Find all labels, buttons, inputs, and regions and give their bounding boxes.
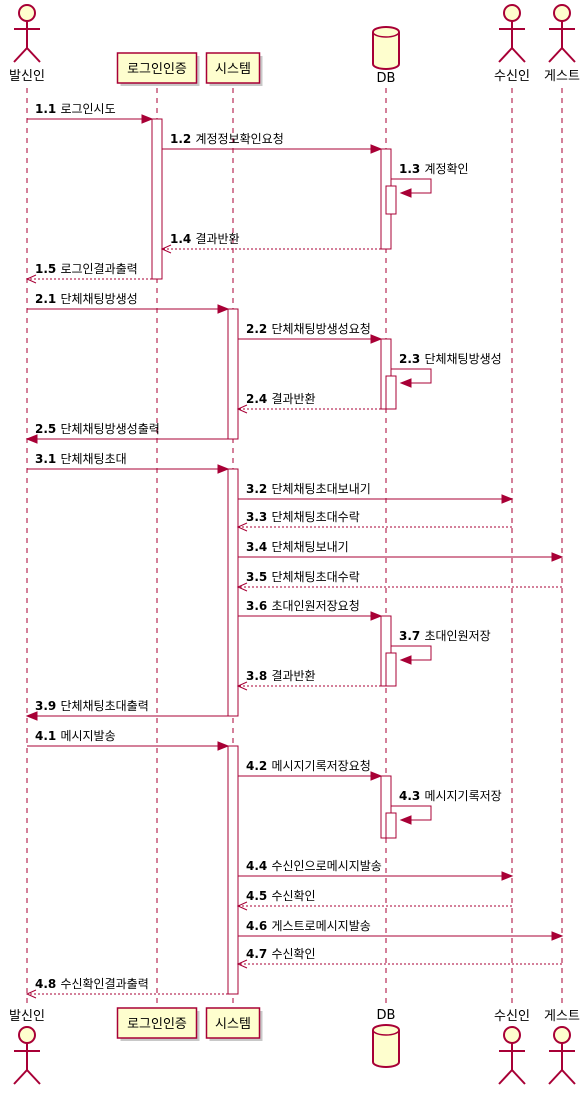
message-label: 4.3 메시지기록저장 [399,789,502,803]
participant-login: 로그인인증 [116,52,200,86]
message-label: 3.8 결과반환 [246,669,316,683]
participant-label: 시스템 [215,1017,251,1032]
message-label: 3.7 초대인원저장 [399,629,491,643]
message-2.4: 2.4 결과반환 [236,392,381,414]
activation-bar [227,468,239,717]
message-3.4: 3.4 단체채팅보내기 [238,540,564,562]
message-label: 3.3 단체채팅초대수락 [246,510,360,524]
participant-label: 로그인인증 [127,62,187,77]
participant-label: DB [377,71,396,86]
actor-guest: 게스트 [544,1009,580,1085]
message-3.3: 3.3 단체채팅초대수락 [236,510,512,532]
actor-head-icon [553,4,571,22]
message-4.4: 4.4 수신인으로메시지발송 [238,859,514,881]
message-label: 4.6 게스트로메시지발송 [246,919,371,933]
message-4.8: 4.8 수신확인결과출력 [25,977,228,999]
message-label: 2.1 단체채팅방생성 [35,292,138,306]
message-1.3: 1.3 계정확인 [391,162,469,198]
participant-label: 발신인 [9,69,45,84]
actor-head-icon [18,1026,36,1044]
participant-label: 발신인 [9,1009,45,1024]
participant-label: DB [377,1008,396,1023]
activation-bar [385,375,397,410]
message-label: 1.4 결과반환 [170,232,240,246]
message-4.6: 4.6 게스트로메시지발송 [238,919,564,941]
message-3.7: 3.7 초대인원저장 [391,629,491,665]
database-icon [372,1024,400,1068]
message-label: 4.5 수신확인 [246,889,316,903]
participant-label: 게스트 [544,1009,580,1024]
participant-label: 게스트 [544,69,580,84]
actor-sender: 발신인 [9,4,45,84]
participant-label: 시스템 [215,62,251,77]
message-label: 4.2 메시지기록저장요청 [246,759,371,773]
message-3.1: 3.1 단체채팅초대 [27,452,230,474]
actor-guest: 게스트 [544,4,580,84]
actor-head-icon [503,1026,521,1044]
message-4.7: 4.7 수신확인 [236,947,562,969]
message-label: 2.3 단체채팅방생성 [399,352,502,366]
participant-system: 시스템 [205,1007,263,1041]
message-label: 2.4 결과반환 [246,392,316,406]
message-2.1: 2.1 단체채팅방생성 [27,292,230,314]
message-label: 3.6 초대인원저장요청 [246,599,360,613]
message-label: 4.1 메시지발송 [35,729,116,743]
message-label: 1.5 로그인결과출력 [35,262,138,276]
message-label: 2.2 단체채팅방생성요청 [246,322,371,336]
message-label: 4.7 수신확인 [246,947,316,961]
database-db: DB [372,26,400,86]
message-3.9: 3.9 단체채팅초대출력 [25,699,228,721]
actor-head-icon [18,4,36,22]
participant-label: 수신인 [494,1009,530,1024]
participant-label: 수신인 [494,69,530,84]
message-1.5: 1.5 로그인결과출력 [25,262,152,284]
message-4.1: 4.1 메시지발송 [27,729,230,751]
database-icon [372,26,400,70]
message-4.2: 4.2 메시지기록저장요청 [238,759,383,781]
participant-system: 시스템 [205,52,263,86]
activation-bar [227,308,239,440]
message-label: 4.4 수신인으로메시지발송 [246,859,382,873]
message-1.1: 1.1 로그인시도 [27,102,154,124]
actor-sender: 발신인 [9,1009,45,1085]
participant-login: 로그인인증 [116,1007,200,1041]
message-label: 2.5 단체채팅방생성출력 [35,422,160,436]
activation-bar [385,652,397,687]
message-label: 3.9 단체채팅초대출력 [35,699,149,713]
activation-bar [385,185,397,215]
message-2.3: 2.3 단체채팅방생성 [391,352,502,388]
actor-head-icon [503,4,521,22]
message-label: 1.2 계정정보확인요청 [170,132,284,146]
message-3.6: 3.6 초대인원저장요청 [238,599,383,621]
message-label: 3.1 단체채팅초대 [35,452,127,466]
message-2.5: 2.5 단체채팅방생성출력 [25,422,228,444]
message-label: 3.5 단체채팅초대수락 [246,570,360,584]
message-3.2: 3.2 단체채팅초대보내기 [238,482,514,504]
message-3.8: 3.8 결과반환 [236,669,381,691]
activation-bar [385,812,397,839]
actor-head-icon [553,1026,571,1044]
message-label: 3.2 단체채팅초대보내기 [246,482,371,496]
actor-receiver: 수신인 [494,1009,530,1085]
message-1.4: 1.4 결과반환 [160,232,381,254]
message-label: 1.3 계정확인 [399,162,469,176]
database-db: DB [372,1008,400,1068]
message-1.2: 1.2 계정정보확인요청 [162,132,383,154]
activation-bar [227,745,239,995]
message-3.5: 3.5 단체채팅초대수락 [236,570,562,592]
message-4.3: 4.3 메시지기록저장 [391,789,502,825]
message-4.5: 4.5 수신확인 [236,889,512,911]
activation-bar [151,118,163,280]
message-label: 1.1 로그인시도 [35,102,116,116]
actor-receiver: 수신인 [494,4,530,84]
participant-label: 로그인인증 [127,1017,187,1032]
message-2.2: 2.2 단체채팅방생성요청 [238,322,383,344]
message-label: 3.4 단체채팅보내기 [246,540,349,554]
message-label: 4.8 수신확인결과출력 [35,977,149,991]
